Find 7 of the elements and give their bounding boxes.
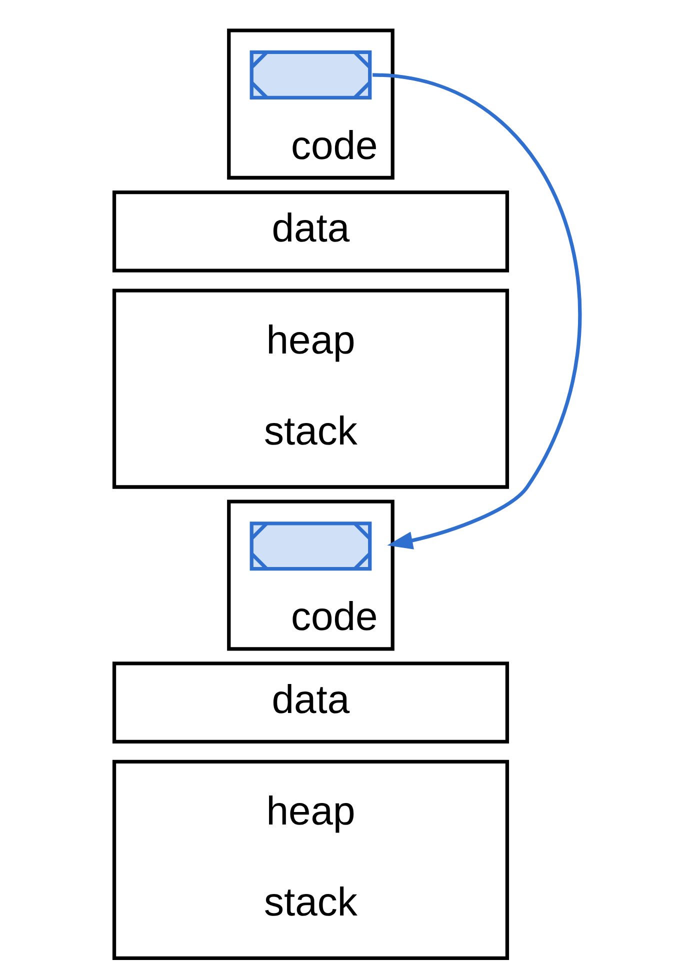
node-box: heap stack: [112, 288, 509, 489]
node-box: heap stack: [112, 760, 509, 960]
node-box: data: [112, 190, 509, 272]
cluster: code: [226, 28, 394, 180]
arrow: [372, 73, 582, 550]
cluster: code: [226, 500, 394, 651]
node-box: data: [112, 662, 509, 744]
